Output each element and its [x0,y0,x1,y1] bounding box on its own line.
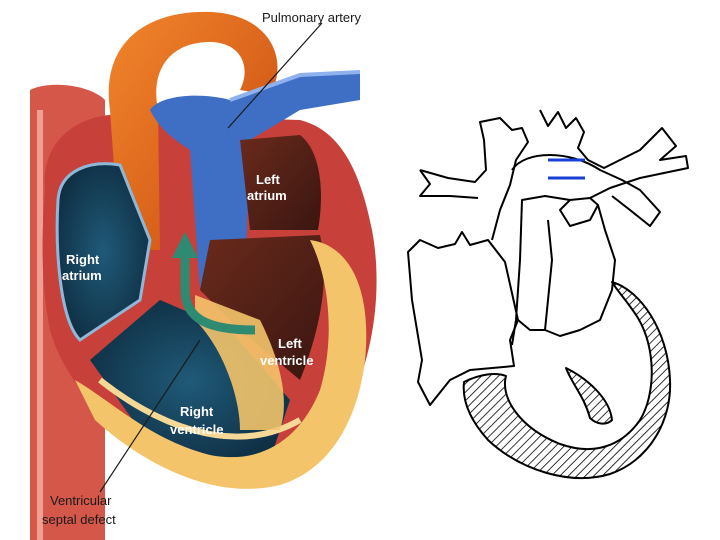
label-vsd-line2: septal defect [42,512,116,527]
left-atrium-shape [240,135,321,230]
label-left-ventricle-line2: ventricle [260,353,313,368]
left-ventricle-shape [200,235,324,380]
label-right-ventricle-line1: Right [180,404,214,419]
right-atrium-shape [55,162,152,342]
pulmonary-leader-line [227,22,323,129]
label-left-atrium-line1: Left [256,172,281,187]
label-right-ventricle-line2: ventricle [170,422,223,437]
label-left-ventricle-line1: Left [278,336,303,351]
label-right-atrium-line1: Right [66,252,100,267]
outline-aorta [511,109,689,346]
outline-lv-wall-hatched [462,281,672,479]
label-right-atrium-line2: atrium [62,268,102,283]
label-vsd-line1: Ventricular [50,493,112,508]
pulmonary-artery-shape [150,72,360,290]
outline-lv-inner [565,367,613,425]
label-pulmonary-artery: Pulmonary artery [262,10,361,25]
aorta-shape [108,11,278,250]
flow-arrow-head [172,232,198,258]
heart-illustration: Pulmonary artery Left atrium Right atriu… [30,10,377,540]
flow-arrow [180,255,256,335]
ventricle-muscle-wall [75,240,367,489]
outline-svc [419,117,529,241]
heart-outline-drawing [407,109,689,479]
label-left-atrium-line2: atrium [247,188,287,203]
vsd-leader-line [99,339,201,493]
